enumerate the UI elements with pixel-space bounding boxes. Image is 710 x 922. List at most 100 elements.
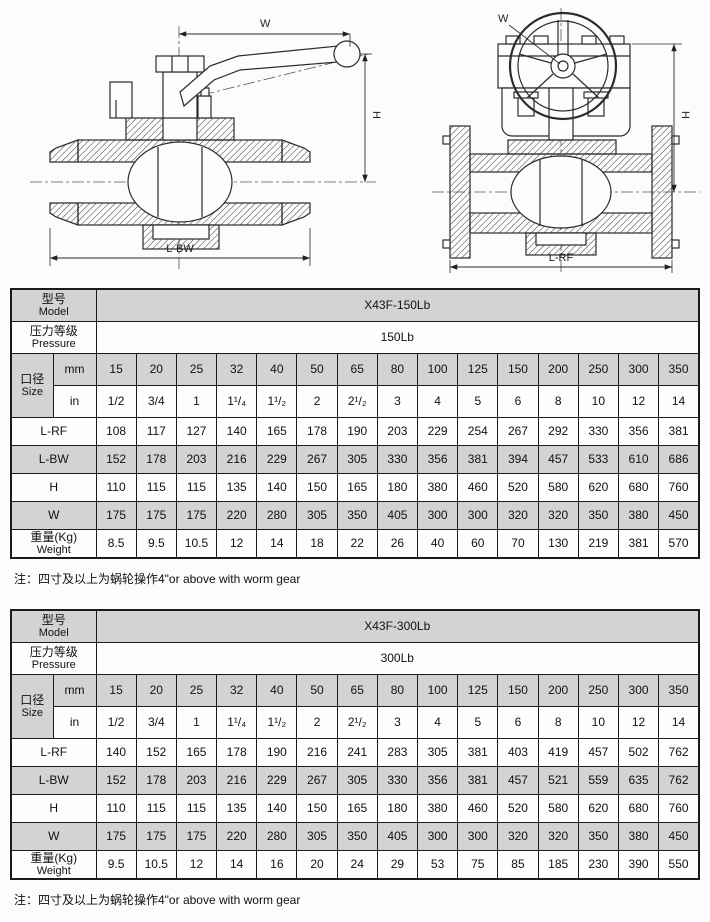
row-label-cn: 重量(Kg): [30, 850, 78, 865]
mm-value-cell: 50: [296, 674, 338, 707]
size-label-cn: 口径: [20, 371, 45, 386]
in-value-cell: 4: [416, 706, 459, 739]
left-flange: [449, 125, 471, 259]
data-cell: 460: [457, 473, 499, 502]
in-value-cell: 8: [537, 385, 579, 418]
data-cell: 559: [577, 766, 619, 795]
data-cell: 175: [95, 501, 137, 530]
data-cell: 185: [537, 850, 579, 880]
data-cell: 178: [135, 766, 177, 795]
data-cell: 9.5: [135, 529, 177, 559]
mm-value-cell: 250: [577, 674, 619, 707]
row-label-cell: 重量(Kg)Weight: [10, 529, 97, 559]
lever-ball-valve-drawing: W H L-BW: [30, 18, 382, 270]
in-value-cell: 1¹/₄: [216, 706, 258, 739]
row-label: L-BW: [38, 772, 69, 787]
data-cell: 110: [95, 473, 137, 502]
data-cell: 165: [336, 473, 378, 502]
data-cell: 70: [497, 529, 539, 559]
stem-nut: [155, 55, 205, 73]
size-label-en: Size: [21, 707, 43, 720]
gearbox-bolt: [609, 35, 625, 45]
data-cell: 175: [175, 822, 218, 851]
in-value-cell: 1¹/₄: [216, 385, 258, 418]
data-cell: 22: [336, 529, 378, 559]
row-label-cell: L-BW: [10, 766, 97, 795]
mm-value-cell: 65: [336, 674, 378, 707]
data-cell: 175: [95, 822, 137, 851]
dim-label-h: H: [370, 111, 382, 119]
data-cell: 300: [416, 822, 459, 851]
data-cell: 292: [537, 417, 579, 446]
mm-value-cell: 40: [256, 353, 298, 386]
pressure-label-cn: 压力等级: [29, 644, 78, 659]
data-cell: 203: [175, 766, 218, 795]
data-cell: 381: [658, 417, 700, 446]
flange-bolt: [671, 135, 680, 145]
row-label-en: Weight: [36, 865, 71, 878]
row-label-cn: 重量(Kg): [30, 529, 78, 544]
dim-label-h: H: [679, 111, 691, 119]
data-cell: 550: [658, 850, 700, 880]
data-cell: 320: [497, 822, 539, 851]
row-label: L-RF: [40, 744, 68, 759]
data-cell: 330: [577, 417, 619, 446]
handwheel-spoke: [518, 53, 552, 64]
row-label: L-BW: [38, 451, 69, 466]
gland-bracket: [109, 81, 133, 119]
data-cell: 305: [296, 501, 338, 530]
data-cell: 380: [416, 473, 459, 502]
data-cell: 85: [497, 850, 539, 880]
data-cell: 762: [658, 766, 700, 795]
data-cell: 405: [376, 501, 419, 530]
left-weld-end: [49, 139, 79, 163]
in-value-cell: 5: [457, 706, 499, 739]
gearbox-bolt: [533, 35, 549, 45]
stem-slot: [162, 117, 198, 141]
data-cell: 135: [216, 794, 258, 823]
model-label-en: Model: [38, 627, 69, 640]
data-cell: 10.5: [175, 529, 218, 559]
mm-value-cell: 40: [256, 674, 298, 707]
dim-label-lbw: L-BW: [166, 243, 194, 255]
model-label-cn: 型号: [41, 291, 66, 306]
valve-technical-drawing: W H L-BW: [30, 8, 700, 273]
handwheel-rim: [508, 11, 618, 121]
in-value-cell: 12: [617, 706, 660, 739]
data-cell: 457: [577, 738, 619, 767]
row-label: H: [49, 479, 59, 494]
in-value-cell: 10: [577, 385, 619, 418]
data-cell: 254: [457, 417, 499, 446]
in-value-cell: 2: [296, 706, 338, 739]
row-label-cell: L-RF: [10, 738, 97, 767]
bonnet: [507, 139, 617, 155]
data-cell: 381: [617, 529, 660, 559]
pressure-value-cell: 300Lb: [95, 642, 700, 675]
table-note: 注：四寸及以上为蜗轮操作4"or above with worm gear: [14, 572, 301, 586]
data-cell: 190: [336, 417, 378, 446]
data-cell: 9.5: [95, 850, 137, 880]
ball: [510, 155, 612, 229]
size-label-en: Size: [21, 386, 43, 399]
mm-value-cell: 20: [135, 674, 177, 707]
data-cell: 53: [416, 850, 459, 880]
data-cell: 12: [175, 850, 218, 880]
model-label-cn: 型号: [41, 612, 66, 627]
row-label: H: [49, 800, 59, 815]
data-cell: 381: [457, 766, 499, 795]
mm-value-cell: 80: [376, 674, 419, 707]
data-cell: 580: [537, 794, 579, 823]
data-cell: 24: [336, 850, 378, 880]
in-value-cell: 4: [416, 385, 459, 418]
mm-value-cell: 50: [296, 353, 338, 386]
mm-value-cell: 80: [376, 353, 419, 386]
in-value-cell: 1¹/₂: [256, 706, 298, 739]
data-cell: 140: [95, 738, 137, 767]
in-value-cell: 3: [376, 706, 419, 739]
